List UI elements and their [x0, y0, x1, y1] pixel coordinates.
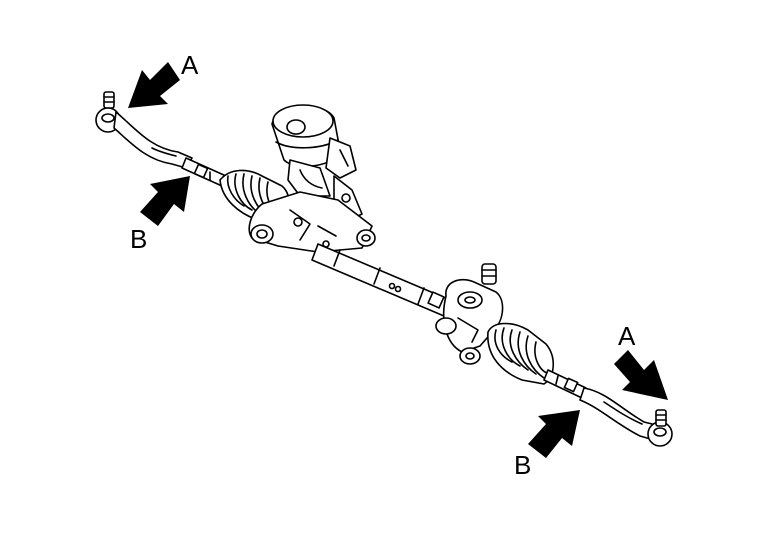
right-tie-rod-end [579, 387, 673, 447]
eps-motor [271, 104, 363, 223]
callout-arrow-b-right [528, 410, 580, 458]
callout-label-a-right: A [618, 321, 636, 351]
callout-arrow-b-left [140, 176, 190, 226]
callout-label-a-left: A [181, 50, 199, 80]
rack-housing-left [248, 191, 376, 253]
right-tie-rod [543, 369, 587, 399]
callout-label-b-right: B [514, 450, 531, 480]
callout-arrow-a-right [614, 350, 668, 400]
callout-label-b-left: B [130, 224, 147, 254]
right-boot [487, 322, 555, 385]
rack-tube [311, 243, 451, 317]
callout-arrow-a-left [128, 62, 180, 108]
